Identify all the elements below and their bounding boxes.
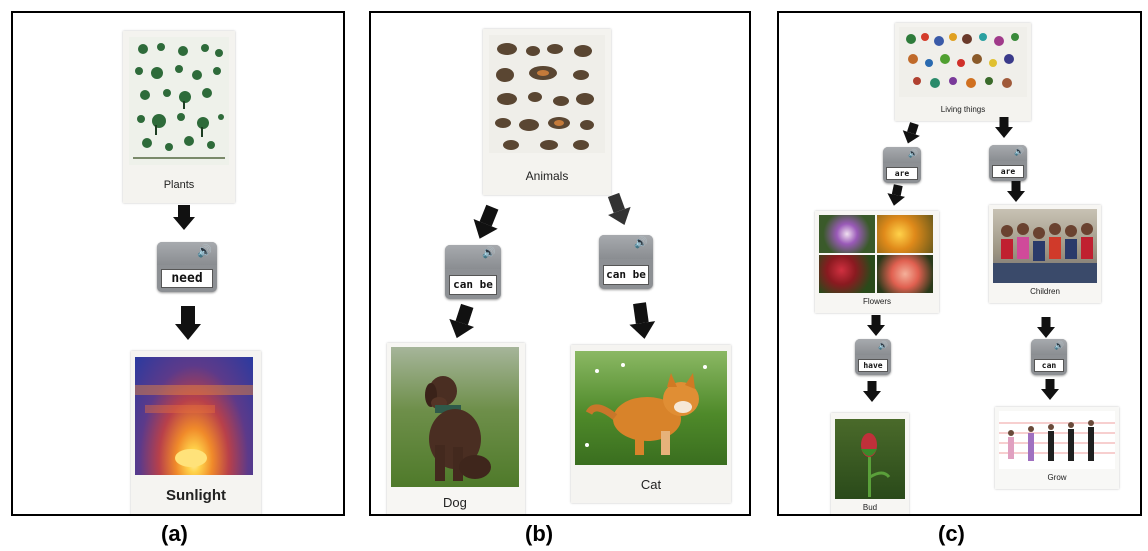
caption-a: (a) <box>161 521 188 546</box>
animals-illustration <box>489 35 605 153</box>
sunlight-label: Sunlight <box>166 487 226 504</box>
flower-photo-4 <box>877 255 933 293</box>
plants-label: Plants <box>163 179 195 191</box>
speaker-icon: 🔊 <box>1014 147 1024 156</box>
bud-illustration <box>861 433 891 497</box>
sunlight-photo <box>135 357 253 475</box>
arrow-down-icon <box>995 117 1013 139</box>
arrow-down-icon <box>1007 181 1025 203</box>
bud-label: Bud <box>862 503 878 512</box>
arrow-down-icon <box>899 121 923 147</box>
living-things-label: Living things <box>940 105 986 114</box>
flower-photo-2 <box>877 215 933 253</box>
dog-card: Dog <box>387 343 525 514</box>
bud-card: Bud <box>831 413 909 514</box>
grow-label: Grow <box>1047 473 1067 482</box>
children-card: Children <box>989 205 1101 303</box>
can-be-left-tag: can be <box>449 275 497 295</box>
living-things-card: Living things <box>895 23 1031 121</box>
speaker-icon: 🔊 <box>197 244 212 258</box>
cat-silhouette <box>585 363 707 455</box>
can-be-right-voice-button[interactable]: 🔊 can be <box>599 235 653 289</box>
grow-illustration <box>999 420 1115 461</box>
sunlight-card: Sunlight <box>131 351 261 514</box>
can-voice-button[interactable]: 🔊 can <box>1031 339 1067 375</box>
arrow-down-icon <box>885 183 907 208</box>
dog-photo <box>391 347 519 487</box>
speaker-icon: 🔊 <box>878 341 888 350</box>
living-things-illustration <box>899 27 1027 97</box>
children-silhouettes <box>993 223 1097 283</box>
arrow-down-icon <box>467 202 505 244</box>
are-left-voice-button[interactable]: 🔊 are <box>883 147 921 183</box>
panel-c: Living things 🔊 are 🔊 are Flowers <box>777 11 1142 516</box>
speaker-icon: 🔊 <box>1054 341 1064 350</box>
panel-b: Animals 🔊 can be 🔊 can be <box>369 11 751 516</box>
arrow-down-icon <box>1041 379 1059 401</box>
need-voice-button[interactable]: 🔊 need <box>157 242 217 292</box>
flower-photo-1 <box>819 215 875 253</box>
arrow-down-icon <box>173 205 195 231</box>
can-tag: can <box>1034 359 1064 372</box>
flowers-label: Flowers <box>862 297 891 306</box>
cat-photo <box>575 351 727 465</box>
plants-card: Plants <box>123 31 235 203</box>
flower-photo-3 <box>819 255 875 293</box>
need-tag: need <box>161 269 213 288</box>
speaker-icon: 🔊 <box>634 237 648 249</box>
can-be-right-tag: can be <box>603 265 649 285</box>
arrow-down-icon <box>627 301 658 341</box>
speaker-icon: 🔊 <box>908 149 918 158</box>
bud-photo <box>835 419 905 499</box>
have-tag: have <box>858 359 888 372</box>
caption-c: (c) <box>938 521 965 546</box>
children-photo <box>993 209 1097 283</box>
cat-label: Cat <box>640 477 662 492</box>
children-label: Children <box>1030 287 1060 296</box>
animals-label: Animals <box>525 169 569 183</box>
caption-b: (b) <box>525 521 554 546</box>
are-right-voice-button[interactable]: 🔊 are <box>989 145 1027 181</box>
flowers-card: Flowers <box>815 211 939 313</box>
arrow-down-icon <box>175 306 201 340</box>
panel-a: Plants 🔊 need Sunlight <box>11 11 345 516</box>
have-voice-button[interactable]: 🔊 have <box>855 339 891 375</box>
plants-illustration <box>129 37 229 165</box>
speaker-icon: 🔊 <box>482 247 496 259</box>
can-be-left-voice-button[interactable]: 🔊 can be <box>445 245 501 299</box>
cat-card: Cat <box>571 345 731 503</box>
arrow-down-icon <box>867 315 885 337</box>
dog-label: Dog <box>443 495 467 510</box>
animals-card: Animals <box>483 29 611 195</box>
are-right-tag: are <box>992 165 1024 178</box>
grow-card: Grow <box>995 407 1119 489</box>
are-left-tag: are <box>886 167 918 180</box>
dog-silhouette <box>425 376 491 481</box>
arrow-down-icon <box>602 191 636 230</box>
arrow-down-icon <box>444 302 479 343</box>
grow-photo <box>999 411 1115 469</box>
arrow-down-icon <box>1037 317 1055 339</box>
arrow-down-icon <box>863 381 881 403</box>
